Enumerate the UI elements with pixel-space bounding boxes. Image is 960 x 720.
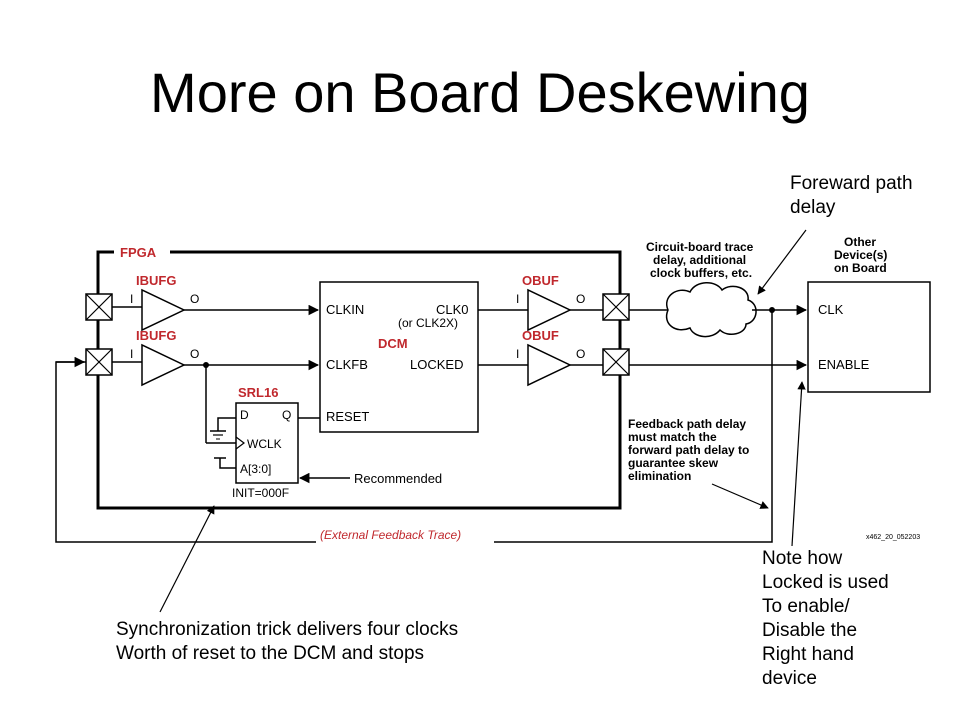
input-pad-feedback [85,348,113,376]
output-pad-enable [602,348,630,376]
ibufg-clk-buffer [112,288,320,332]
srl16-label: SRL16 [238,385,278,400]
feedback-note-line1: Feedback path delay [628,417,746,431]
synchronization-annotation: Synchronization trick delivers four cloc… [116,619,459,664]
obuf2-pin-i: I [516,347,519,361]
dcm-label: DCM [378,336,408,351]
srl16-pin-wclk: WCLK [247,437,282,451]
other-enable-pin: ENABLE [818,357,870,372]
obuf-clk-buffer [478,288,603,332]
ibufg2-pin-o: O [190,347,199,361]
dcm-clk0: CLK0 [436,302,469,317]
board-trace-cloud [629,282,808,371]
srl16-pin-d: D [240,408,249,422]
dcm-block [319,281,479,433]
trace-label-line2: delay, additional [653,253,746,267]
obuf-label-1: OBUF [522,273,559,288]
fpga-boundary [96,243,622,510]
ibufg-label-2: IBUFG [136,328,176,343]
other-devices-block [807,281,931,393]
figure-id: x462_20_052203 [866,534,920,541]
sync-trick-arrow [159,505,215,613]
srl16-pin-a: A[3:0] [240,462,271,476]
locked-note-annotation: Note how Locked is used To enable/ Disab… [762,548,889,689]
obuf1-pin-o: O [576,292,585,306]
external-feedback-trace [55,310,773,543]
ibufg1-pin-o: O [190,292,199,306]
input-pad-clk [85,293,113,321]
dcm-clkin: CLKIN [326,302,364,317]
feedback-note-arrow [711,483,769,509]
ibufg-label-1: IBUFG [136,273,176,288]
dcm-clk2x: (or CLK2X) [398,316,458,330]
fpga-label: FPGA [120,245,157,260]
other-label-line1: Other [844,235,876,249]
srl16-init: INIT=000F [232,486,289,500]
obuf-enable-buffer [478,343,603,387]
obuf1-pin-i: I [516,292,519,306]
dcm-reset: RESET [326,409,369,424]
other-clk-pin: CLK [818,302,844,317]
ibufg2-pin-i: I [130,347,133,361]
srl16-pin-q: Q [282,408,291,422]
locked-note-arrow [791,381,806,547]
feedback-note-line3: forward path delay to [628,443,749,457]
obuf-label-2: OBUF [522,328,559,343]
external-feedback-label: (External Feedback Trace) [320,528,461,542]
output-pad-clk [602,293,630,321]
forward-path-arrow [757,229,807,295]
feedback-note-line5: elimination [628,469,691,483]
recommended-label: Recommended [354,471,442,486]
feedback-note-line2: must match the [628,430,717,444]
page-title: More on Board Deskewing [150,61,810,124]
srl16-block [205,365,350,484]
dcm-clkfb: CLKFB [326,357,368,372]
other-label-line2: Device(s) [834,248,887,262]
obuf2-pin-o: O [576,347,585,361]
trace-label-line1: Circuit-board trace [646,240,754,254]
other-label-line3: on Board [834,261,887,275]
trace-label-line3: clock buffers, etc. [650,266,752,280]
ibufg-feedback-buffer [112,343,320,387]
dcm-locked: LOCKED [410,357,463,372]
ibufg1-pin-i: I [130,292,133,306]
feedback-note-line4: guarantee skew [628,456,719,470]
forward-path-annotation: Foreward path delay [790,173,913,218]
